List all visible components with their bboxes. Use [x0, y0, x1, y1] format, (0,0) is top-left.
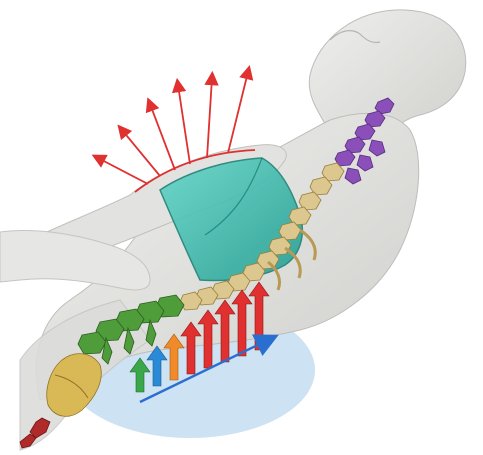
expansion-arrow-6 [228, 72, 248, 153]
expansion-arrow-4 [178, 85, 190, 164]
expansion-arrow-3 [150, 104, 175, 170]
expansion-arrow-2 [122, 130, 160, 176]
expansion-arrow-1 [98, 158, 148, 184]
expansion-arrow-5 [207, 78, 212, 158]
